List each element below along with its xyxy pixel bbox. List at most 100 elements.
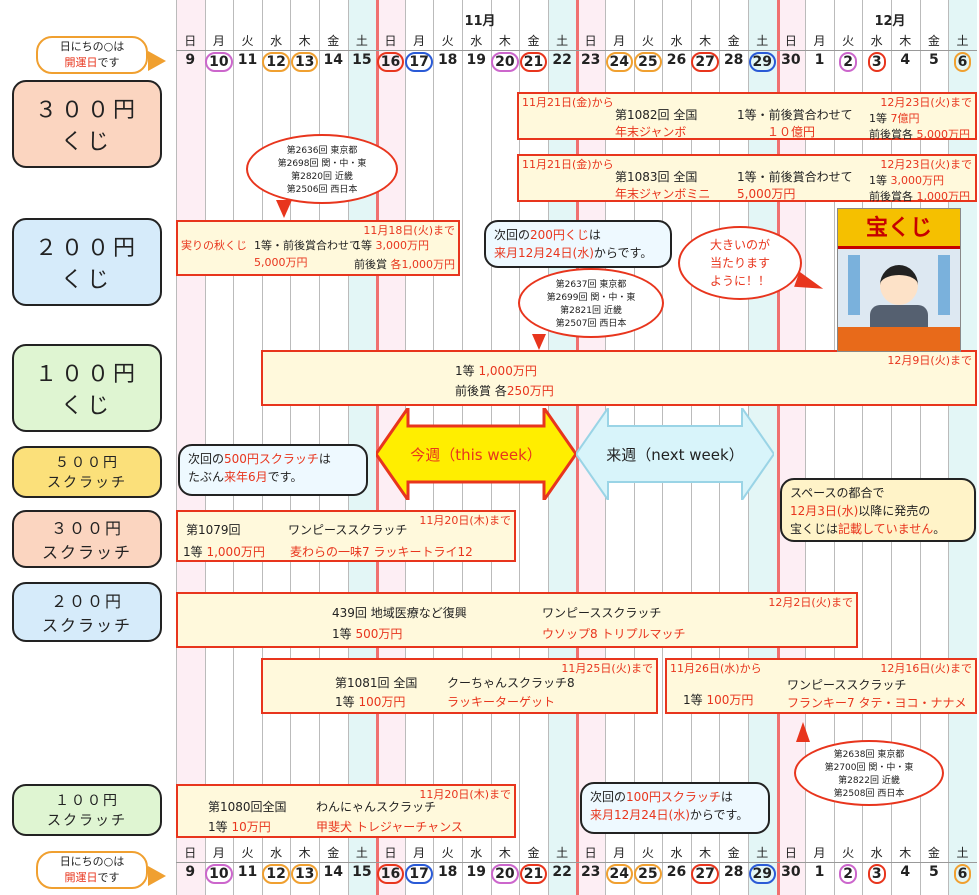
- date-label: 20: [491, 864, 520, 884]
- this-week-arrow: [376, 408, 576, 500]
- note-highlight: 記載していません: [838, 522, 934, 536]
- weekday-label: 木: [699, 34, 712, 48]
- date-number: 29: [748, 864, 777, 884]
- date-label: 27: [691, 52, 720, 72]
- draw-number: 439回 地域医療など復興: [332, 606, 467, 620]
- scratch-box-200-koochan[interactable]: 第1081回 全国 クーちゃんスクラッチ8 11月25日(火)まで 1等 100…: [261, 658, 658, 714]
- lucky-day-note-top: 日にちの○は 開運日です: [36, 36, 148, 74]
- weekday-label: 水: [270, 34, 283, 48]
- month-november: 11月: [464, 14, 496, 29]
- category-type: くじ: [60, 394, 113, 419]
- date-number: 23: [580, 864, 601, 880]
- first-prize-label: 1等: [208, 820, 228, 834]
- draw-item: 第2822回 近畿: [838, 776, 900, 786]
- date-label: 15: [348, 52, 377, 68]
- weekday-label: 金: [527, 34, 540, 48]
- date-label: 13: [290, 864, 319, 884]
- lottery-box-autumn[interactable]: 11月18日(火)まで 実りの秋くじ 1等・前後賞合わせて 5,000万円 1等…: [176, 220, 460, 276]
- weekday-label: 水: [670, 846, 683, 860]
- scratch-title: 甲斐犬 トレジャーチャンス: [316, 820, 463, 834]
- note-text: 宝くじは: [790, 522, 839, 536]
- adjacent-prize-label: 前後賞各: [869, 128, 913, 141]
- first-prize-value: 3,000万円: [375, 239, 430, 252]
- date-label: 3: [862, 864, 891, 884]
- category-price: ２００円: [50, 592, 123, 611]
- date-label: 14: [319, 52, 348, 68]
- scratch-box-100[interactable]: 11月20日(木)まで 第1080回全国 わんにゃんスクラッチ 1等 10万円 …: [176, 784, 516, 838]
- adjacent-prize-value: 各1,000万円: [390, 258, 456, 271]
- weekday-label: 月: [613, 34, 626, 48]
- shop-window: [938, 255, 950, 315]
- draw-number: 第1081回 全国: [335, 676, 418, 690]
- date-number: 14: [323, 864, 344, 880]
- weekday-label: 金: [327, 846, 340, 860]
- date-number: 22: [552, 52, 572, 68]
- lottery-box-year-end-jumbo[interactable]: 11月21日(金)から 12月23日(火)まで 第1082回 全国 1等・前後賞…: [517, 92, 977, 141]
- weekday-label: 金: [527, 846, 540, 860]
- weekday-label: 火: [241, 34, 254, 48]
- shop-counter: [838, 327, 960, 351]
- scratch-box-200-onepiece[interactable]: 439回 地域医療など復興 ワンピーススクラッチ 12月2日(火)まで 1等 5…: [176, 592, 858, 648]
- date-number: 28: [723, 864, 744, 880]
- date-label: 12: [262, 864, 291, 884]
- first-prize-value: 10万円: [231, 820, 271, 834]
- weekday-label: 土: [756, 34, 769, 48]
- first-prize-value: 500万円: [355, 627, 403, 641]
- weekday-label: 土: [355, 34, 368, 48]
- date-number: 13: [290, 52, 319, 72]
- clerk-face-icon: [880, 265, 918, 305]
- draw-item: 第2637回 東京都: [555, 280, 627, 290]
- weekday-label: 金: [927, 846, 940, 860]
- day-column: [862, 0, 891, 895]
- date-label: 17: [405, 864, 434, 884]
- draw-item: 第2699回 関・中・東: [546, 293, 636, 303]
- date-label: 1: [805, 864, 834, 880]
- date-label: 11: [233, 864, 262, 880]
- note-text: スペースの都合で: [790, 486, 885, 500]
- day-column: [891, 0, 920, 895]
- weekday-label: 土: [556, 34, 569, 48]
- date-label: 18: [433, 864, 462, 880]
- note-text: は: [318, 452, 331, 466]
- weekday-label: 水: [470, 846, 483, 860]
- category-price: １００円: [34, 362, 139, 387]
- date-label: 30: [777, 864, 806, 880]
- date-label: 3: [862, 52, 891, 72]
- bubble-tail: [796, 722, 810, 742]
- date-number: 10: [205, 864, 233, 884]
- end-date: 12月23日(火)まで: [880, 158, 972, 171]
- scratch-box-300[interactable]: 第1079回 ワンピーススクラッチ 11月20日(木)まで 1等 1,000万円…: [176, 510, 516, 562]
- date-label: 24: [605, 864, 634, 884]
- weekday-label: 日: [784, 34, 797, 48]
- weekday-label: 土: [556, 846, 569, 860]
- lottery-box-100-kuji[interactable]: 12月9日(火)まで 1等 1,000万円 前後賞 各250万円: [261, 350, 977, 406]
- weekday-label: 土: [355, 846, 368, 860]
- arrow-icon: [148, 51, 166, 71]
- date-number: 22: [552, 864, 572, 880]
- date-label: 21: [519, 52, 548, 72]
- category-price: ３００円: [50, 519, 123, 538]
- scratch-box-200-franky[interactable]: 11月26日(水)から 12月16日(火)まで ワンピーススクラッチ 1等 10…: [665, 658, 977, 714]
- date-label: 23: [576, 864, 605, 880]
- weekday-label: 木: [298, 846, 311, 860]
- lottery-box-year-end-jumbo-mini[interactable]: 11月21日(金)から 12月23日(火)まで 第1083回 全国 1等・前後賞…: [517, 154, 977, 203]
- date-number: 19: [466, 52, 487, 68]
- date-number: 28: [723, 52, 744, 68]
- date-number: 12: [262, 52, 290, 72]
- first-prize-value: 7億円: [890, 112, 920, 125]
- draw-item: 第2821回 近畿: [560, 306, 622, 316]
- draw-item: 第2636回 東京都: [286, 146, 358, 156]
- category-500-scratch: ５００円スクラッチ: [12, 446, 162, 498]
- draw-item: 第2638回 東京都: [833, 750, 905, 760]
- date-number: 5: [929, 52, 939, 68]
- weekday-label: 火: [641, 34, 654, 48]
- scratch-name: ワンピーススクラッチ: [288, 523, 408, 537]
- next-week-arrow: [576, 408, 774, 500]
- day-column: [948, 0, 977, 895]
- draw-list-bubble-2: 第2637回 東京都第2699回 関・中・東第2821回 近畿第2507回 西日…: [518, 268, 664, 338]
- lucky-note-keyword: 開運日: [64, 56, 98, 69]
- weekday-label: 木: [899, 34, 912, 48]
- date-label: 9: [176, 52, 205, 68]
- weekday-label: 月: [413, 846, 426, 860]
- date-number: 11: [237, 52, 258, 68]
